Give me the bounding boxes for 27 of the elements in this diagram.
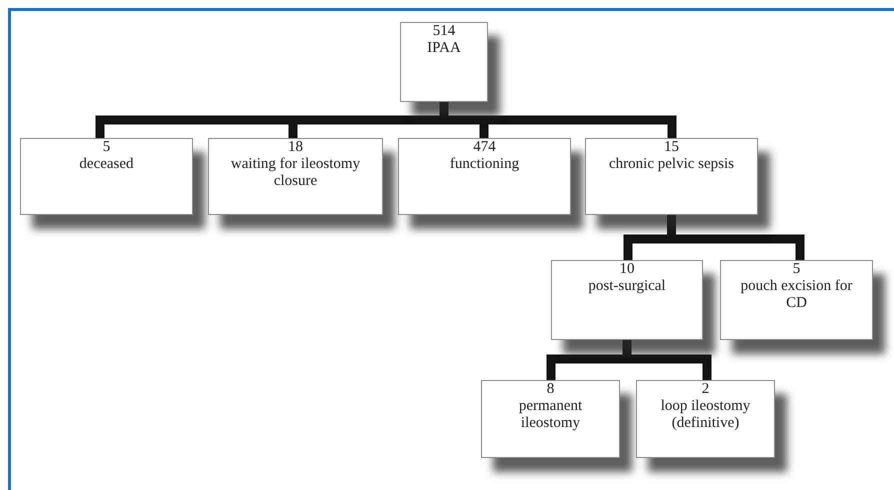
count-number: 5 xyxy=(792,261,802,278)
count-number: 10 xyxy=(618,261,636,278)
count-number: 8 xyxy=(546,381,556,398)
count-number: 15 xyxy=(663,139,680,156)
category-label: functioning xyxy=(448,156,520,173)
count-number: 5 xyxy=(102,139,112,156)
category-label: permanent ileostomy xyxy=(518,398,584,432)
category-box xyxy=(636,380,775,458)
count-number: 2 xyxy=(700,381,710,398)
category-box xyxy=(585,138,758,215)
category-label: post-surgical xyxy=(587,278,667,295)
category-label: deceased xyxy=(78,156,135,173)
category-box xyxy=(400,22,488,102)
category-label: loop ileostomy (definitive) xyxy=(660,398,752,432)
category-box xyxy=(20,138,193,215)
count-number: 514 xyxy=(432,23,456,40)
category-box xyxy=(720,260,873,340)
category-box xyxy=(551,260,703,340)
category-box xyxy=(481,380,620,458)
count-number: 18 xyxy=(287,139,304,156)
count-number: 474 xyxy=(472,139,497,156)
category-box xyxy=(398,138,571,215)
category-label: IPAA xyxy=(426,40,462,57)
category-label: chronic pelvic sepsis xyxy=(608,156,735,173)
category-label: waiting for ileostomy closure xyxy=(230,156,362,190)
category-label: pouch excision for CD xyxy=(740,278,854,312)
category-box xyxy=(208,138,383,215)
